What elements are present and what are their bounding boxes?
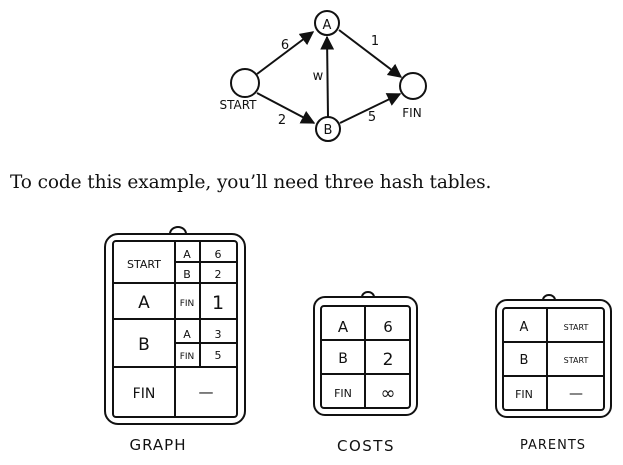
graph-table-outer: [104, 233, 246, 425]
edge-b-fin-weight: 5: [368, 110, 376, 125]
weighted-graph-labels: A B START FIN 6 2 w 1 5: [219, 18, 421, 138]
parents-table-outer: [495, 299, 612, 418]
edge-start-a: [256, 31, 315, 75]
graph-table-label: GRAPH: [129, 436, 186, 454]
graph-fin-value: —: [199, 383, 214, 401]
node-a-label: A: [323, 18, 332, 33]
graph-start-w1: 6: [215, 248, 222, 261]
costs-hash-table: A 6 B 2 FIN ∞ COSTS: [313, 291, 418, 455]
graph-b-n2: FIN: [180, 352, 195, 362]
node-start-circle: [230, 68, 260, 98]
costs-key-a: A: [338, 318, 349, 336]
parents-key-a: A: [520, 320, 529, 335]
parents-table-ring: [542, 294, 556, 301]
edge-b-a: [320, 35, 335, 118]
node-fin-circle: [399, 72, 427, 100]
graph-table-ring: [169, 226, 187, 235]
parents-key-b: B: [520, 353, 529, 368]
costs-table-outer: [313, 296, 418, 416]
graph-start-n2: B: [183, 268, 191, 281]
caption-text: To code this example, you’ll need three …: [10, 172, 492, 193]
graph-key-fin: FIN: [133, 386, 156, 402]
parents-value-fin: —: [569, 386, 583, 402]
graph-a-w1: 1: [212, 292, 224, 314]
node-fin-label: FIN: [402, 106, 421, 120]
graph-a-n1: FIN: [180, 299, 195, 309]
graph-key-a: A: [138, 293, 150, 313]
parents-value-a: START: [564, 323, 589, 332]
node-a-circle: [314, 10, 340, 36]
graph-key-b: B: [138, 335, 150, 355]
costs-key-b: B: [338, 351, 348, 367]
node-b-label: B: [324, 123, 333, 138]
costs-key-fin: FIN: [334, 387, 352, 400]
weighted-graph: [230, 10, 427, 142]
parents-hash-table: A START B START FIN — PARENTS: [495, 294, 612, 453]
graph-start-w2: 2: [215, 268, 222, 281]
edge-start-a-weight: 6: [281, 38, 289, 53]
edge-b-a-weight: w: [313, 69, 324, 84]
node-start-label: START: [219, 98, 257, 112]
parents-table-inner: [502, 307, 605, 411]
parents-table-label: PARENTS: [520, 438, 586, 453]
edge-a-fin-weight: 1: [371, 34, 379, 49]
graph-b-n1: A: [183, 328, 191, 341]
graph-hash-table: START A 6 B 2 A FIN 1 B A 3 FIN 5 FIN — …: [104, 226, 246, 454]
costs-value-fin: ∞: [381, 383, 396, 404]
graph-start-n1: A: [183, 248, 191, 261]
edge-b-fin: [339, 93, 402, 124]
parents-key-fin: FIN: [515, 388, 533, 401]
graph-b-w2: 5: [215, 349, 222, 362]
costs-value-b: 2: [383, 350, 394, 370]
graph-b-w1: 3: [215, 328, 222, 341]
costs-table-ring: [361, 291, 375, 298]
graph-key-start: START: [127, 258, 161, 271]
costs-table-label: COSTS: [337, 437, 395, 455]
parents-value-b: START: [564, 356, 589, 365]
costs-value-a: 6: [383, 318, 393, 336]
edge-start-b: [256, 92, 316, 124]
edge-a-fin: [338, 29, 403, 78]
edge-start-b-weight: 2: [278, 113, 286, 128]
